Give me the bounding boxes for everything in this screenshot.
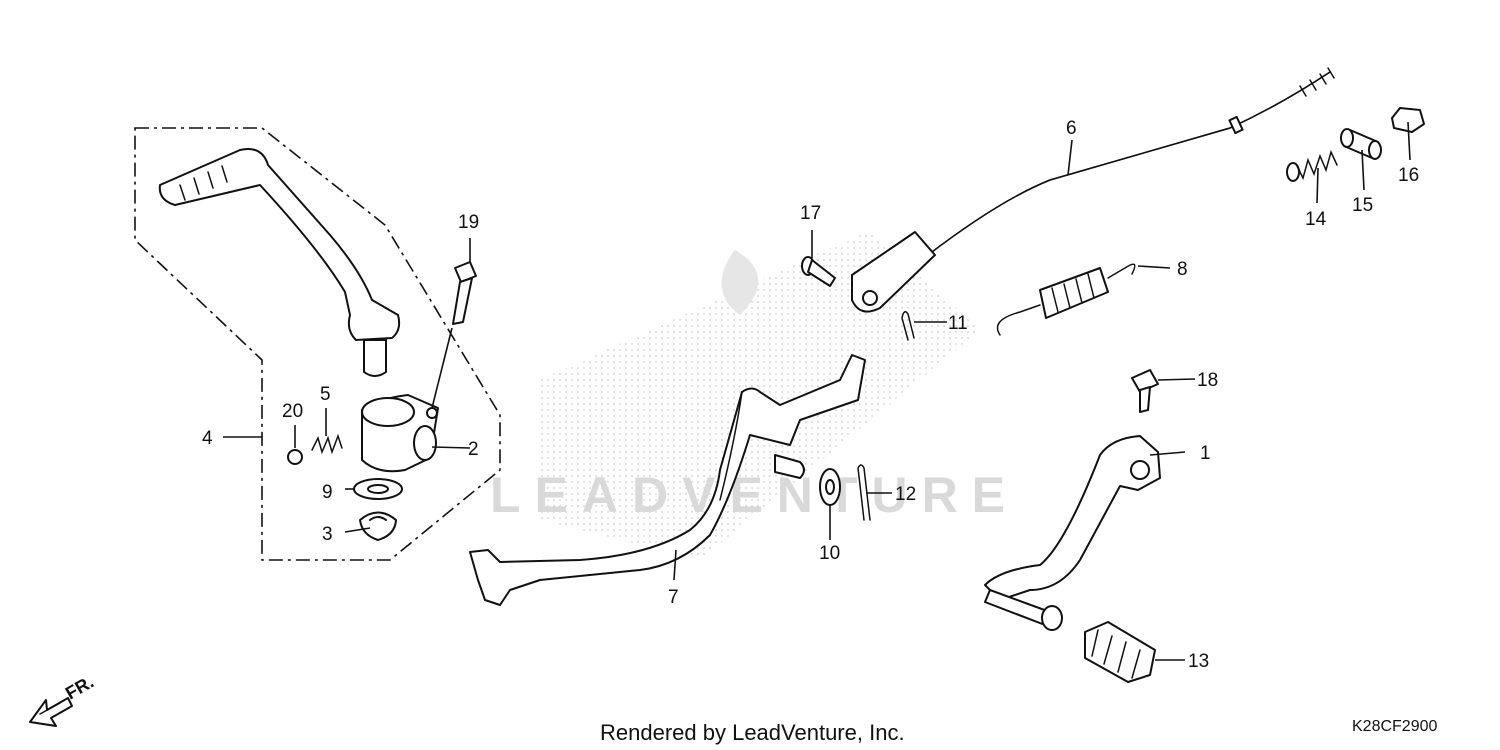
callout-6[interactable]: 6 bbox=[1066, 118, 1077, 139]
spring-5 bbox=[311, 433, 343, 455]
clevis-pin-17 bbox=[801, 256, 836, 287]
flange-bolt-19 bbox=[452, 261, 477, 325]
callout-16[interactable]: 16 bbox=[1398, 165, 1419, 186]
washer-9 bbox=[353, 478, 403, 500]
brake-pedal-7 bbox=[469, 354, 866, 606]
callout-4[interactable]: 4 bbox=[202, 428, 213, 449]
spring-14 bbox=[1286, 149, 1338, 182]
callout-7[interactable]: 7 bbox=[668, 587, 679, 608]
ball-20 bbox=[287, 449, 303, 465]
cotter-pin-12 bbox=[857, 464, 871, 521]
callout-10[interactable]: 10 bbox=[819, 543, 840, 564]
callout-2[interactable]: 2 bbox=[468, 439, 479, 460]
callout-3[interactable]: 3 bbox=[322, 524, 333, 545]
pedal-rubber-13 bbox=[1084, 621, 1156, 683]
callout-8[interactable]: 8 bbox=[1177, 259, 1188, 280]
washer-10 bbox=[819, 468, 841, 506]
callout-18[interactable]: 18 bbox=[1197, 370, 1218, 391]
front-direction-marker: FR. bbox=[29, 672, 97, 727]
circlip-3 bbox=[359, 511, 397, 541]
callout-12[interactable]: 12 bbox=[895, 484, 916, 505]
callout-14[interactable]: 14 bbox=[1305, 209, 1327, 230]
footer-credit: Rendered by LeadVenture, Inc. bbox=[600, 720, 905, 745]
callout-15[interactable]: 15 bbox=[1352, 195, 1373, 216]
return-spring-8 bbox=[996, 263, 1136, 336]
callout-19[interactable]: 19 bbox=[458, 212, 479, 233]
leader-lines bbox=[223, 121, 1411, 661]
callout-11[interactable]: 11 bbox=[948, 313, 968, 334]
cotter-pin-11 bbox=[901, 311, 915, 341]
flange-bolt-18 bbox=[1131, 369, 1159, 413]
kick-starter-arm bbox=[158, 148, 401, 377]
watermark-text: LEADVENTURE bbox=[490, 467, 1019, 523]
kick-spindle-2 bbox=[361, 394, 439, 473]
brake-rod-6 bbox=[851, 67, 1335, 313]
callout-1[interactable]: 1 bbox=[1200, 443, 1211, 464]
callout-9[interactable]: 9 bbox=[322, 482, 333, 503]
callout-20[interactable]: 20 bbox=[282, 401, 303, 422]
assembly-4-boundary bbox=[134, 127, 501, 561]
callout-13[interactable]: 13 bbox=[1188, 651, 1209, 672]
gearshift-pedal-1 bbox=[984, 435, 1161, 631]
callout-17[interactable]: 17 bbox=[800, 203, 821, 224]
collar-15 bbox=[1340, 128, 1382, 160]
nut-16 bbox=[1391, 107, 1425, 133]
diagram-code: K28CF2900 bbox=[1352, 718, 1437, 735]
callout-5[interactable]: 5 bbox=[320, 384, 331, 405]
